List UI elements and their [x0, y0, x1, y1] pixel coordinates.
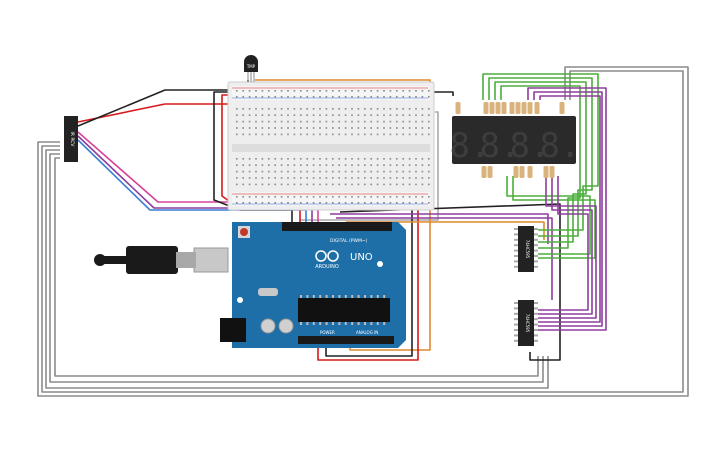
wire-purple-8 [538, 176, 589, 311]
wire-ir-black [77, 89, 228, 127]
wire-green-3 [494, 81, 587, 243]
wire-gray-5 [54, 157, 539, 377]
resistor [489, 102, 495, 114]
wire-ir-red [77, 103, 228, 123]
wire-purple-3 [527, 87, 607, 331]
wire-green-1 [482, 73, 599, 231]
breadboard [227, 81, 435, 211]
wire-gray-1 [37, 66, 689, 397]
arduino-logo-text: ARDUINO [315, 264, 339, 270]
wire-orange-reg [346, 221, 545, 240]
tmp-label: TMP [246, 64, 256, 69]
resistor [495, 102, 501, 114]
resistor [527, 102, 533, 114]
resistor [534, 102, 540, 114]
wire-green-6 [512, 176, 596, 259]
resistor [483, 102, 489, 114]
resistor [487, 166, 493, 178]
resistor [481, 166, 487, 178]
display-digits: 8.8.8.8. [450, 126, 581, 166]
resistor [521, 102, 527, 114]
seven-segment-display: 8.8.8.8. [450, 102, 581, 178]
wire-purple-4 [533, 91, 603, 327]
shift-register-1-label: 74HC595 [525, 240, 530, 259]
wire-black-rail [213, 91, 293, 232]
temperature-sensor: TMP [244, 55, 258, 82]
arduino-logo: ARDUINO [315, 250, 339, 270]
power-jack [220, 318, 246, 342]
analog-label: ANALOG IN [356, 330, 378, 335]
wire-purple-2 [336, 217, 553, 300]
power-label: POWER [320, 330, 335, 335]
wire-purple-5 [538, 95, 601, 323]
wire-green-4 [500, 85, 581, 249]
digital-header [282, 222, 392, 231]
display-digit-2: 8. [480, 126, 521, 166]
atmega-chip [298, 298, 390, 322]
wire-gray-3 [45, 149, 549, 389]
shift-register-2-label: 74HC595 [525, 314, 530, 333]
resistor [509, 102, 515, 114]
resistor [519, 166, 525, 178]
resistors [455, 102, 565, 178]
resistor [543, 166, 549, 178]
resistor [559, 102, 565, 114]
ir-receiver: IR RCV [64, 116, 78, 162]
display-digit-3: 8. [510, 126, 551, 166]
resistor [513, 166, 519, 178]
resistor [455, 102, 461, 114]
shift-register-1: 74HC595 [514, 226, 538, 272]
digital-label: DIGITAL (PWM~) [330, 238, 368, 244]
wire-gray-2 [41, 70, 684, 393]
wire-gray-4 [49, 153, 544, 383]
resistor [501, 102, 507, 114]
wire-purple-7 [538, 176, 593, 315]
display-digit-4: 8. [540, 126, 581, 166]
breadboard-holes [236, 90, 430, 204]
usb-cable [94, 246, 196, 274]
wire-purple-6 [538, 176, 597, 319]
arduino-uno: ARDUINO UNO DIGITAL (PWM~) POWER ANALOG … [193, 222, 406, 348]
wire-ir-blue [77, 139, 307, 232]
shift-register-2: 74HC595 [514, 300, 538, 346]
arduino-model: UNO [350, 252, 373, 263]
power-analog-header [298, 336, 394, 344]
usb-port [193, 247, 229, 273]
wire-purple-1 [330, 213, 549, 244]
wire-green-2 [488, 77, 593, 237]
resistor [527, 166, 533, 178]
resistor [515, 102, 521, 114]
ir-receiver-label: IR RCV [69, 131, 75, 147]
wire-black-reg [339, 203, 561, 361]
wire-green-5 [506, 176, 591, 255]
display-digit-1: 8. [450, 126, 491, 166]
resistor [549, 166, 555, 178]
